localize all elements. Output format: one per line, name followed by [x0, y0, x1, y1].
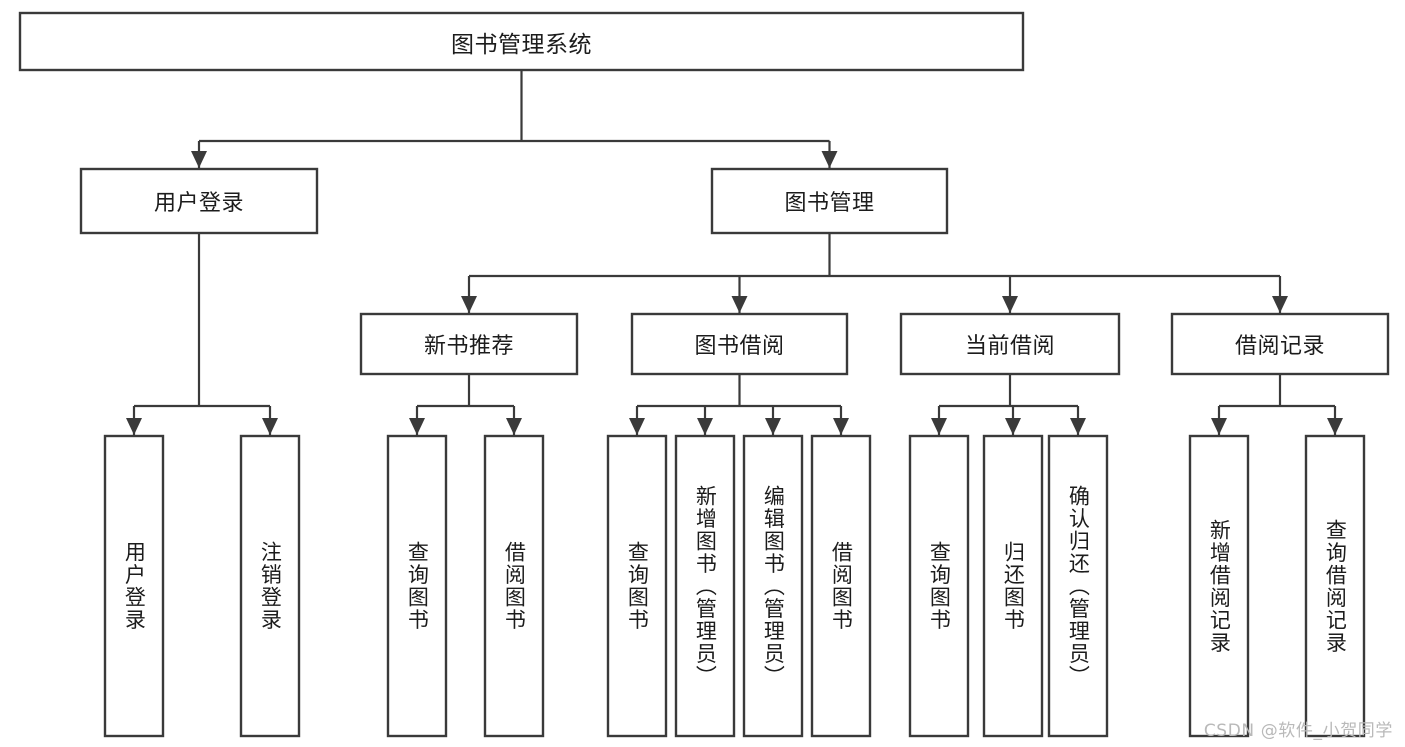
arrow-head-icon — [506, 418, 522, 435]
leaf-node-box — [483, 434, 545, 738]
leaf-node-box — [908, 434, 970, 738]
arrow-head-icon — [765, 418, 781, 435]
leaf-node-box — [386, 434, 448, 738]
arrow-head-icon — [821, 151, 838, 168]
arrow-head-icon — [1272, 296, 1288, 313]
level2-node-box — [710, 167, 949, 235]
arrow-head-icon — [731, 296, 748, 313]
level3-node-box — [359, 312, 579, 376]
arrow-head-icon — [629, 418, 645, 435]
arrow-head-icon — [1327, 418, 1343, 435]
level3-node-box — [1170, 312, 1390, 376]
leaf-node-box — [606, 434, 668, 738]
arrow-head-icon — [833, 418, 849, 435]
level3-node-box — [899, 312, 1121, 376]
arrow-head-icon — [126, 418, 142, 435]
arrow-head-icon — [191, 151, 207, 168]
arrow-head-icon — [409, 418, 425, 435]
leaf-node-box — [1304, 434, 1366, 738]
leaf-node-box — [810, 434, 872, 738]
arrow-head-icon — [461, 296, 477, 313]
leaf-node-box — [1047, 434, 1109, 738]
arrow-head-icon — [931, 418, 947, 435]
box-layer — [18, 11, 1390, 738]
arrow-head-icon — [1070, 418, 1086, 435]
arrow-head-icon — [1211, 418, 1227, 435]
connector-layer — [126, 70, 1343, 435]
arrow-head-icon — [262, 418, 278, 435]
level2-node-box — [79, 167, 319, 235]
leaf-node-box — [674, 434, 736, 738]
arrow-head-icon — [1002, 296, 1018, 313]
leaf-node-box — [742, 434, 804, 738]
root-node-box — [18, 11, 1025, 72]
arrow-head-icon — [697, 418, 713, 435]
leaf-node-box — [103, 434, 165, 738]
leaf-node-box — [239, 434, 301, 738]
level3-node-box — [630, 312, 849, 376]
leaf-node-box — [1188, 434, 1250, 738]
arrow-head-icon — [1005, 418, 1021, 435]
leaf-node-box — [982, 434, 1044, 738]
